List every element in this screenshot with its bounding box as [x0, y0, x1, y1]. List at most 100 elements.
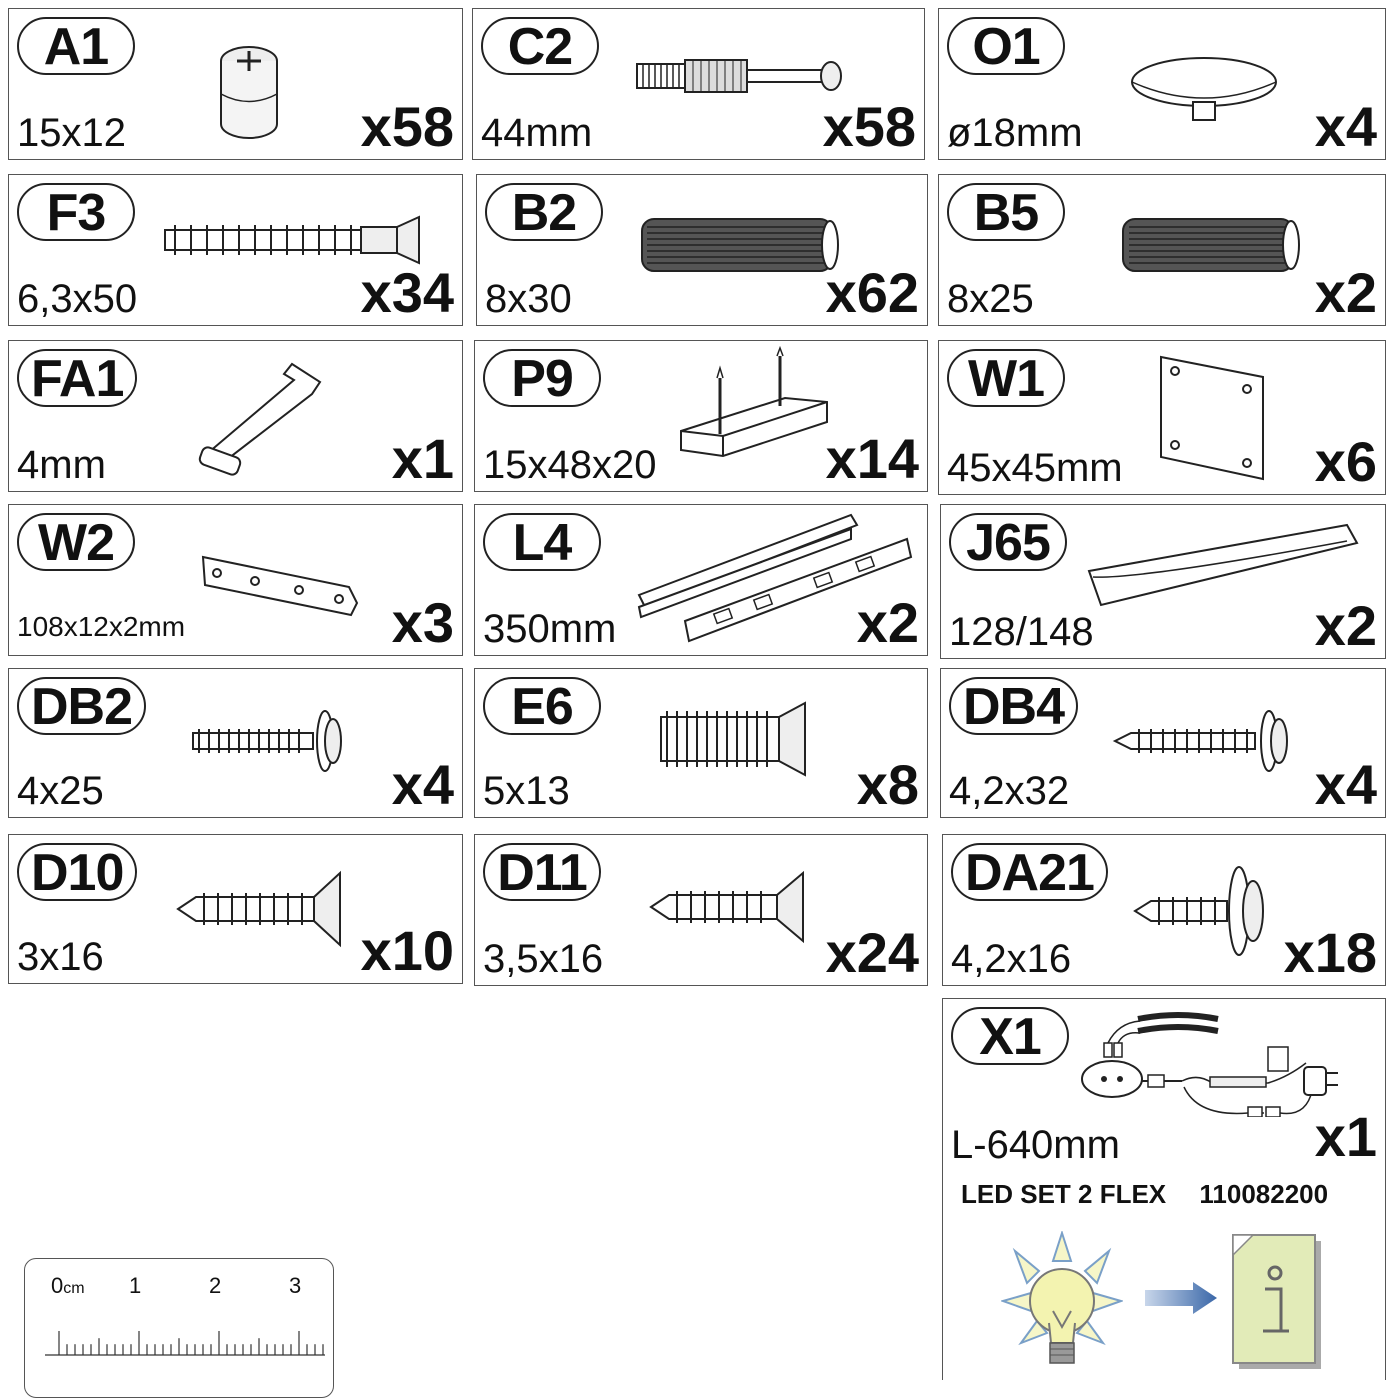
euro-screw-icon	[660, 701, 806, 777]
arrow-right-icon	[1145, 1282, 1217, 1314]
ruler-label-value: 0	[51, 1273, 64, 1298]
led-set-label: LED SET 2 FLEX 110082200	[961, 1179, 1328, 1210]
part-cell-a1: A1 15x12 x58	[8, 8, 463, 160]
part-dimension: L-640mm	[951, 1123, 1120, 1167]
part-quantity: x1	[1314, 1105, 1377, 1168]
part-dimension: 108x12x2mm	[17, 611, 186, 642]
part-code: E6	[483, 677, 601, 735]
led-wiring-icon	[1081, 1012, 1338, 1117]
part-code: DB2	[17, 677, 147, 735]
part-code: J65	[949, 513, 1067, 571]
part-quantity: x8	[856, 753, 919, 816]
washer-screw-icon	[1133, 866, 1264, 956]
flat-connector-icon	[201, 555, 359, 617]
part-dimension: 15x12	[17, 111, 126, 155]
ruler-label-0: 0cm	[51, 1273, 85, 1299]
part-cell-b2: B2 8x30 x62	[476, 174, 928, 326]
connecting-bolt-icon	[636, 59, 842, 93]
part-quantity: x6	[1314, 430, 1377, 493]
part-code: B2	[485, 183, 603, 241]
countersunk-screw-icon	[176, 870, 341, 948]
part-code: A1	[17, 17, 135, 75]
part-code: D10	[17, 843, 138, 901]
info-sheet-icon	[1232, 1234, 1321, 1369]
part-cell-da21: DA21 4,2x16 x18	[942, 834, 1386, 986]
ruler-unit: cm	[63, 1280, 85, 1297]
part-dimension: 4mm	[17, 443, 106, 487]
ruler-label-1: 1	[129, 1273, 142, 1298]
light-bulb-icon	[1001, 1231, 1123, 1364]
part-quantity: x4	[1314, 753, 1377, 816]
part-dimension: 44mm	[481, 111, 593, 155]
part-dimension: 3x16	[17, 935, 104, 979]
part-dimension: 6,3x50	[17, 277, 138, 321]
part-dimension: 4,2x32	[949, 769, 1070, 813]
part-code: DA21	[951, 843, 1108, 901]
part-dimension: ø18mm	[947, 111, 1083, 155]
part-cell-l4: L4 350mm x2	[474, 504, 928, 656]
led-set-number: 110082200	[1199, 1179, 1329, 1209]
flange-screw-icon	[192, 710, 342, 772]
part-code: W1	[947, 349, 1065, 407]
part-dimension: 45x45mm	[947, 446, 1123, 490]
part-quantity: x1	[391, 427, 454, 490]
scale-ruler: 0cm 1 2 3	[24, 1258, 334, 1398]
ruler-label-3: 3	[289, 1273, 302, 1298]
part-code: P9	[483, 349, 601, 407]
part-cell-fa1: FA1 4mm x1	[8, 340, 463, 492]
part-dimension: 128/148	[949, 610, 1094, 654]
part-quantity: x3	[391, 591, 454, 654]
mounting-plate-icon	[1160, 355, 1264, 481]
part-quantity: x2	[856, 591, 919, 654]
hex-key-icon	[198, 362, 322, 476]
part-dimension: 350mm	[483, 607, 617, 651]
part-quantity: x4	[1314, 95, 1377, 158]
part-cell-db4: DB4 4,2x32 x4	[940, 668, 1386, 818]
led-set-name: LED SET 2 FLEX	[961, 1179, 1167, 1209]
part-cell-b5: B5 8x25 x2	[938, 174, 1386, 326]
wood-dowel-icon	[1122, 218, 1300, 272]
part-dimension: 3,5x16	[483, 937, 604, 981]
part-dimension: 8x30	[485, 277, 572, 321]
part-code: B5	[947, 183, 1065, 241]
part-quantity: x24	[825, 921, 919, 984]
part-cell-o1: O1 ø18mm x4	[938, 8, 1386, 160]
part-dimension: 4x25	[17, 769, 104, 813]
part-code: D11	[483, 843, 601, 901]
part-quantity: x62	[825, 261, 919, 324]
part-quantity: x14	[825, 427, 919, 490]
cam-lock-icon	[220, 46, 278, 139]
part-code: FA1	[17, 349, 138, 407]
handle-profile-icon	[1087, 523, 1359, 607]
part-cell-f3: F3 6,3x50 x34	[8, 174, 463, 326]
part-quantity: x18	[1283, 921, 1377, 984]
part-quantity: x4	[391, 753, 454, 816]
part-code: C2	[481, 17, 599, 75]
ruler-ticks	[45, 1331, 325, 1356]
countersunk-screw-icon	[649, 870, 804, 944]
part-dimension: 5x13	[483, 769, 570, 813]
wood-dowel-icon	[641, 218, 839, 272]
part-cell-e6: E6 5x13 x8	[474, 668, 928, 818]
led-set-cell: X1 L-640mm x1 LED SET 2 FLEX 110082200	[942, 998, 1386, 1380]
confirmat-screw-icon	[164, 215, 420, 265]
part-dimension: 4,2x16	[951, 937, 1072, 981]
part-code: O1	[947, 17, 1065, 75]
part-cell-j65: J65 128/148 x2	[940, 504, 1386, 659]
part-code: L4	[483, 513, 601, 571]
part-cell-c2: C2 44mm x58	[472, 8, 925, 160]
part-dimension: 15x48x20	[483, 443, 657, 487]
part-code: X1	[951, 1007, 1069, 1065]
part-code: DB4	[949, 677, 1079, 735]
part-cell-p9: P9 15x48x20 x14	[474, 340, 928, 492]
shelf-block-icon	[680, 346, 828, 458]
part-quantity: x58	[822, 95, 916, 158]
part-cell-d11: D11 3,5x16 x24	[474, 834, 928, 986]
part-cell-w2: W2 108x12x2mm x3	[8, 504, 463, 656]
part-quantity: x2	[1314, 261, 1377, 324]
part-quantity: x34	[360, 261, 454, 324]
part-quantity: x58	[360, 95, 454, 158]
cover-cap-icon	[1131, 57, 1277, 121]
flange-screw-icon	[1112, 710, 1288, 772]
part-quantity: x2	[1314, 594, 1377, 657]
